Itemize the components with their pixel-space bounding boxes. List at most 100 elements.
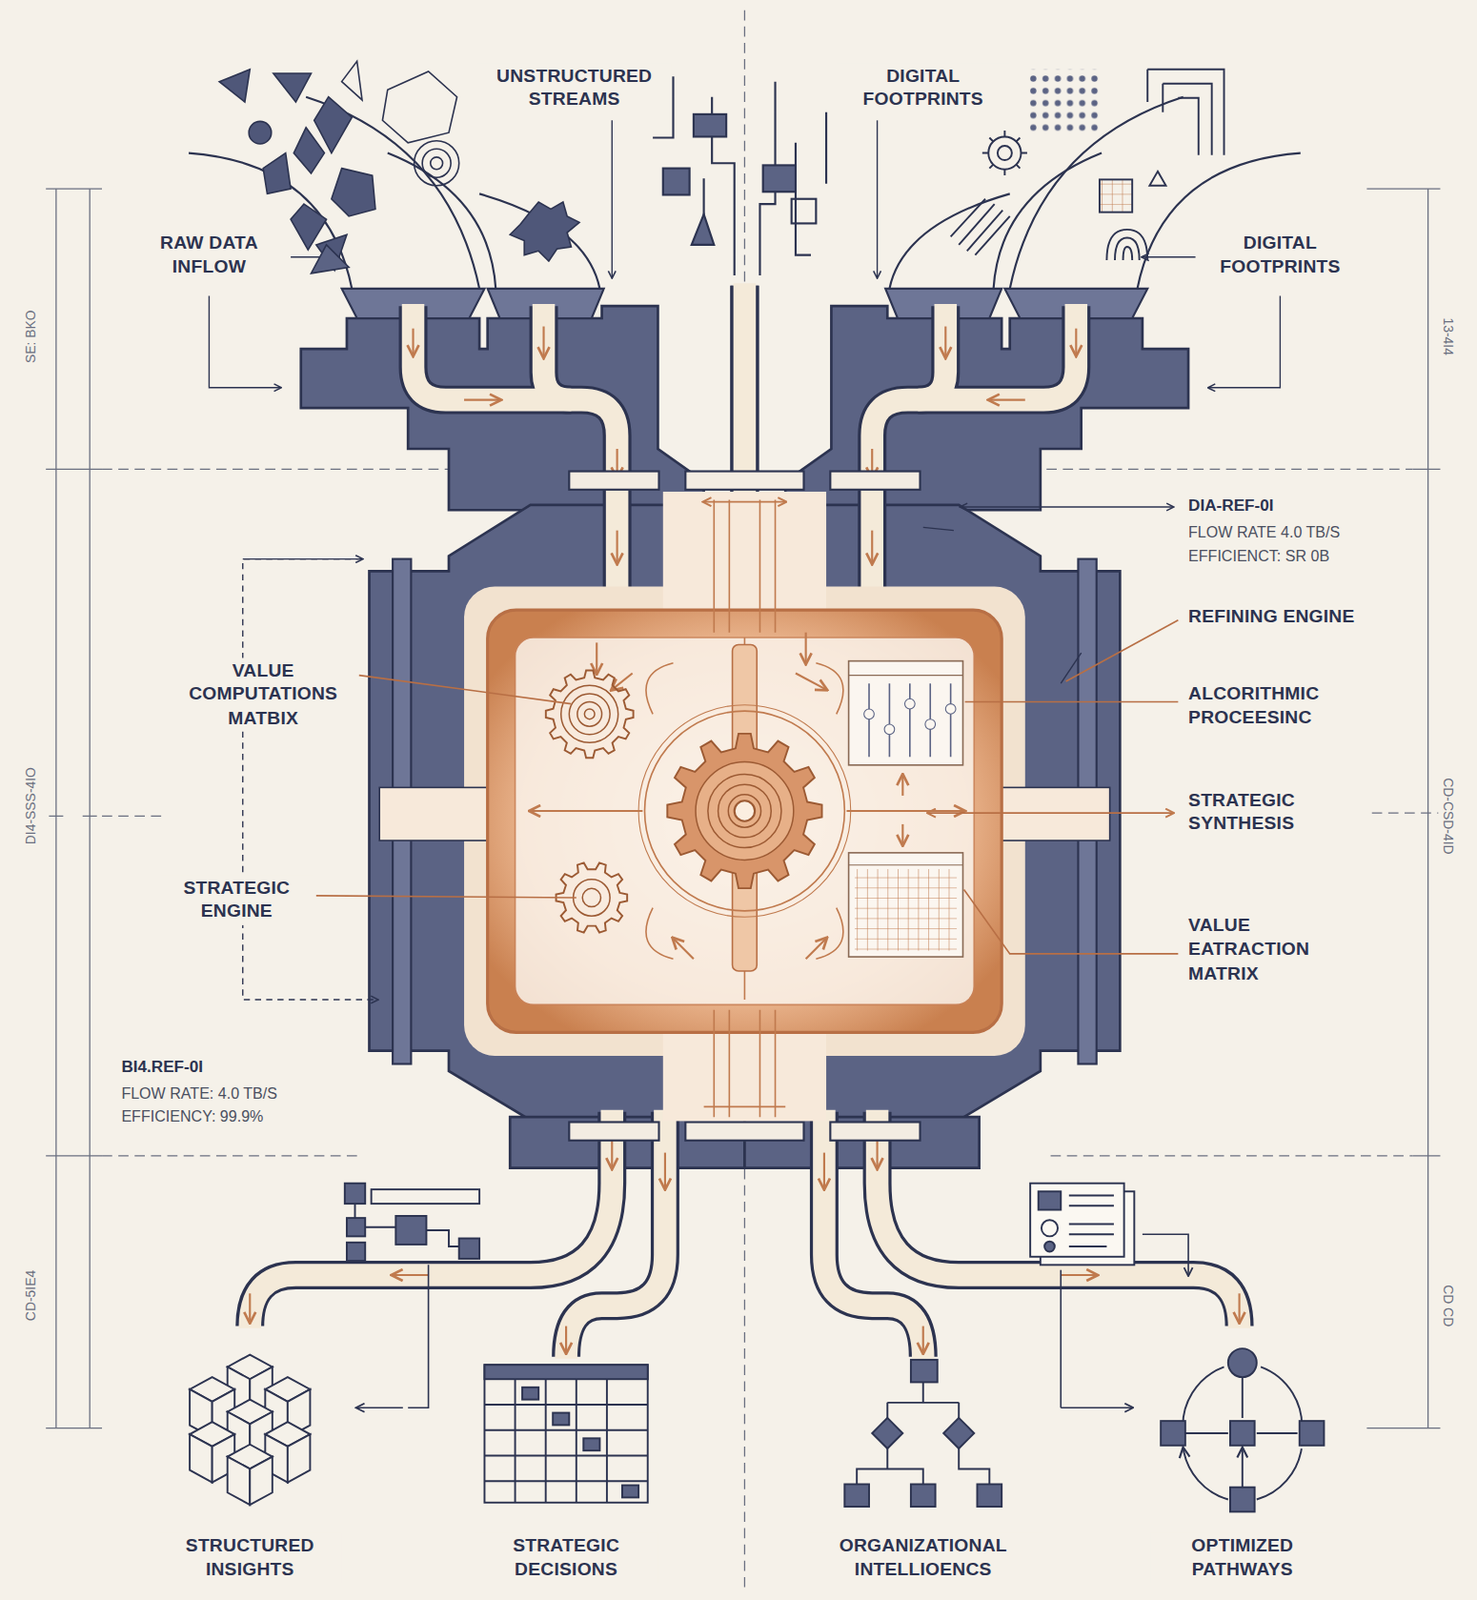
control-panel xyxy=(849,661,964,766)
flow-arrow xyxy=(616,530,619,564)
callout-label: ORGANIZATIONAL INTELLIOENCS xyxy=(803,1533,1044,1583)
refining-core xyxy=(672,938,693,959)
output-arrow xyxy=(357,1406,404,1409)
spec-note: EFFICIENCT: SR 0B xyxy=(1185,546,1334,566)
flow-arrow xyxy=(392,1274,428,1276)
refining-core xyxy=(515,637,975,1005)
pathway-cycle xyxy=(1228,1348,1257,1377)
output-arrow xyxy=(1060,1406,1133,1409)
flowchart-icon xyxy=(346,1242,365,1261)
refining-core xyxy=(464,586,1026,1056)
gear xyxy=(546,669,823,932)
callout-label: OPTIMIZED PATHWAYS xyxy=(1150,1533,1335,1583)
extraction-grid xyxy=(854,869,957,951)
callout-label: DIGITAL FOOTPRINTS xyxy=(1195,230,1365,281)
gear xyxy=(561,685,619,743)
cube-face xyxy=(249,1456,273,1506)
circuit-stream xyxy=(791,199,817,224)
data-fragment xyxy=(342,60,363,101)
coupling-plate xyxy=(568,471,659,490)
pathway-cycle xyxy=(1160,1348,1324,1512)
callout-label: DIGITAL FOOTPRINTS xyxy=(836,62,1011,113)
flowchart-icon xyxy=(459,1238,480,1259)
control-panel xyxy=(884,724,895,735)
flowchart-icon xyxy=(344,1183,480,1261)
data-fragment xyxy=(430,157,444,170)
coupling-plate xyxy=(685,471,804,490)
extraction-grid xyxy=(849,864,964,866)
reference-arrow xyxy=(1142,256,1196,258)
output-arrow xyxy=(1142,1234,1189,1275)
callout-label: STRATEGIC SYNTHESIS xyxy=(1185,787,1359,837)
decision-table xyxy=(484,1364,648,1503)
reference-arrow xyxy=(876,120,878,278)
extraction-grid xyxy=(849,852,964,957)
dimension-label: CD-5IE4 xyxy=(21,1267,40,1325)
flow-arrow xyxy=(664,1153,667,1189)
callout-label: STRUCTURED INSIGHTS xyxy=(158,1533,343,1583)
input-stream xyxy=(479,193,600,289)
callout-label: STRATEGIC DECISIONS xyxy=(474,1533,659,1583)
control-panel xyxy=(869,683,951,757)
circuit-stream xyxy=(652,76,827,276)
circuit-stream xyxy=(763,164,796,192)
dimension-label: SE: BKO xyxy=(21,306,40,366)
org-chart xyxy=(871,1417,903,1449)
flow-channel xyxy=(566,1110,666,1359)
footprint-icon xyxy=(982,130,1028,176)
flowchart-icon xyxy=(395,1215,426,1245)
flow-arrow xyxy=(464,399,500,402)
footprint-icon xyxy=(997,145,1012,161)
refining-core xyxy=(379,491,1110,1121)
refining-core xyxy=(530,809,644,812)
callout-label: REFINING ENGINE xyxy=(1185,604,1359,630)
decision-table xyxy=(522,1387,539,1400)
flow-channel xyxy=(544,303,572,401)
refining-core xyxy=(704,501,787,504)
reference-arrow xyxy=(1060,652,1081,684)
dimension-line xyxy=(101,815,163,817)
gear xyxy=(718,784,772,838)
callout-label: STRATEGIC ENGINE xyxy=(160,874,314,925)
circuit-stream xyxy=(652,76,827,276)
flow-arrow xyxy=(565,1326,567,1354)
flow-channel xyxy=(413,305,618,612)
data-fragment xyxy=(382,71,457,143)
extraction-grid xyxy=(849,852,964,957)
refining-core xyxy=(713,500,775,633)
refining-core xyxy=(713,1010,775,1117)
org-chart xyxy=(943,1417,974,1449)
report-document xyxy=(1044,1241,1055,1253)
reference-arrow xyxy=(611,120,613,278)
pathway-cycle xyxy=(1230,1487,1255,1513)
leader-line xyxy=(1066,620,1179,682)
callout-label: UNSTRUCTURED STREAMS xyxy=(477,62,671,113)
callout-label: VALUE EATRACTION MATRIX xyxy=(1185,912,1359,987)
callout-label: ALCORITHMIC PROCEESINC xyxy=(1185,681,1359,731)
pathway-cycle xyxy=(1299,1420,1325,1446)
reference-tag: DIA-REF-0I xyxy=(1185,495,1277,516)
reference-arrow xyxy=(208,295,281,387)
report-document xyxy=(1041,1219,1058,1236)
refining-core xyxy=(846,809,964,812)
refining-core xyxy=(901,775,904,796)
control-panel xyxy=(945,704,956,715)
pathway-cycle xyxy=(1230,1420,1255,1446)
reference-arrow xyxy=(242,558,363,560)
gear xyxy=(546,669,634,758)
leader-line xyxy=(964,889,1179,953)
gear-hub xyxy=(734,800,755,821)
output-arrow xyxy=(407,1264,428,1408)
data-fragment xyxy=(422,148,451,178)
footprint-icon xyxy=(1099,179,1133,212)
reference-tag: BI4.REF-0I xyxy=(118,1056,206,1077)
dimension-label: CD CD xyxy=(1439,1281,1457,1330)
flow-arrow xyxy=(542,326,545,358)
dimension-line xyxy=(101,10,1438,1592)
refining-core xyxy=(645,710,846,911)
refining-core xyxy=(806,938,827,959)
data-fragment xyxy=(414,141,460,186)
circuit-stream xyxy=(693,114,727,138)
dimension-line xyxy=(48,815,97,817)
footprint-icon xyxy=(950,199,1011,256)
